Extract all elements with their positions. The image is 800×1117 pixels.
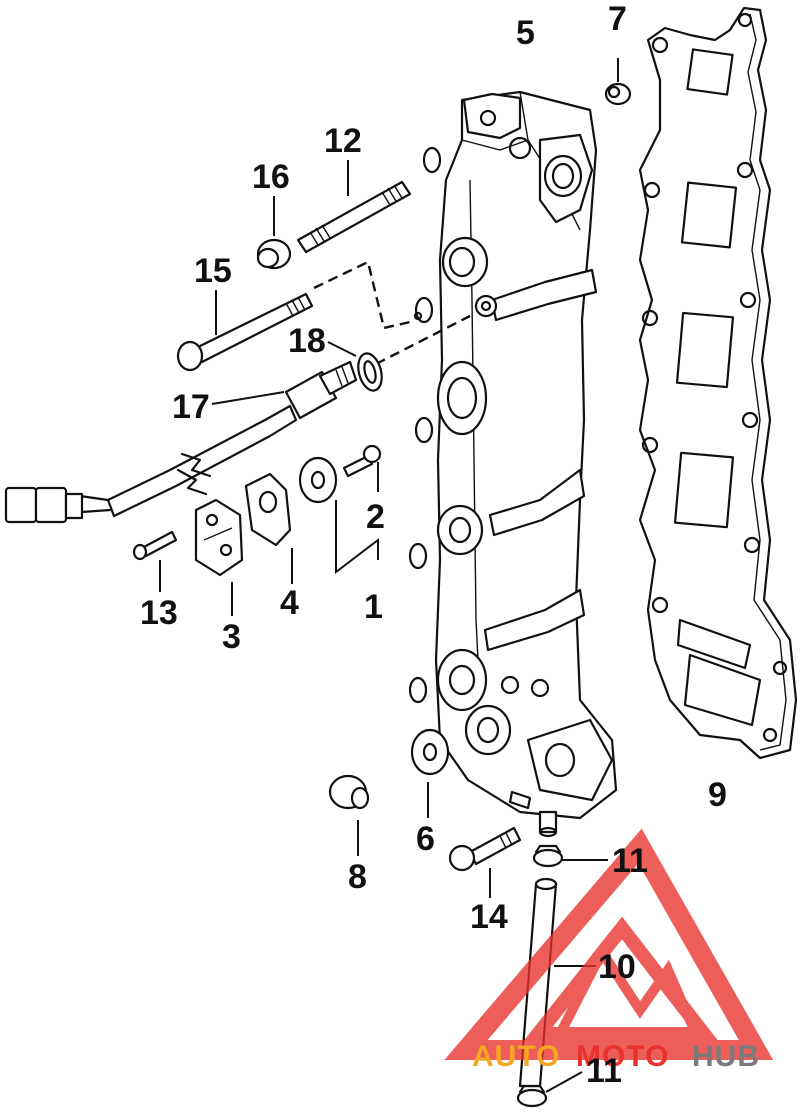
callout-15: 15 — [194, 252, 232, 290]
watermark-text: AUTO MOTO HUB — [472, 1040, 760, 1073]
part-7-nut — [604, 58, 632, 106]
part-17-sensor-harness — [4, 360, 358, 524]
callout-4: 4 — [280, 584, 299, 622]
callout-12: 12 — [324, 122, 362, 160]
part-16-nut — [256, 196, 292, 270]
part-4-gasket — [244, 472, 293, 584]
callout-5: 5 — [516, 14, 535, 52]
callout-18: 18 — [288, 322, 326, 360]
callout-8: 8 — [348, 858, 367, 896]
callout-14: 14 — [470, 898, 508, 936]
part-13-screw — [132, 530, 178, 592]
part-5-manifold — [408, 90, 618, 838]
callout-10: 10 — [598, 948, 636, 986]
part-14-bolt — [448, 826, 522, 898]
watermark-logo — [444, 828, 774, 1060]
callout-labels: 1 2 3 4 5 6 7 8 9 10 11 11 12 13 14 15 1… — [140, 0, 727, 1090]
watermark-text-moto: MOTO — [576, 1040, 669, 1073]
watermark-text-hub: HUB — [692, 1040, 760, 1073]
part-6-washer — [410, 728, 450, 818]
part-2-bolt — [342, 444, 382, 492]
callout-11-lower: 11 — [586, 1052, 622, 1090]
callout-7: 7 — [608, 0, 627, 38]
callout-6: 6 — [416, 820, 435, 858]
callout-16: 16 — [252, 158, 290, 196]
part-3-cover — [194, 498, 244, 616]
part-11-clamp-upper — [532, 844, 608, 868]
callout-11-upper: 11 — [612, 842, 648, 880]
callout-17: 17 — [172, 388, 210, 426]
part-15-bolt — [176, 290, 314, 372]
part-1-washer — [298, 456, 379, 575]
part-12-stud — [296, 160, 412, 254]
part-18-washer — [327, 341, 383, 392]
watermark-text-auto: AUTO — [472, 1040, 560, 1073]
part-9-gasket — [638, 6, 798, 760]
callout-13: 13 — [140, 594, 178, 632]
callout-9: 9 — [708, 776, 727, 814]
part-8-plug — [328, 774, 370, 856]
callout-2: 2 — [366, 498, 385, 536]
assembly-guide-lines — [313, 260, 471, 366]
callout-1: 1 — [364, 588, 383, 626]
callout-3: 3 — [222, 618, 241, 656]
